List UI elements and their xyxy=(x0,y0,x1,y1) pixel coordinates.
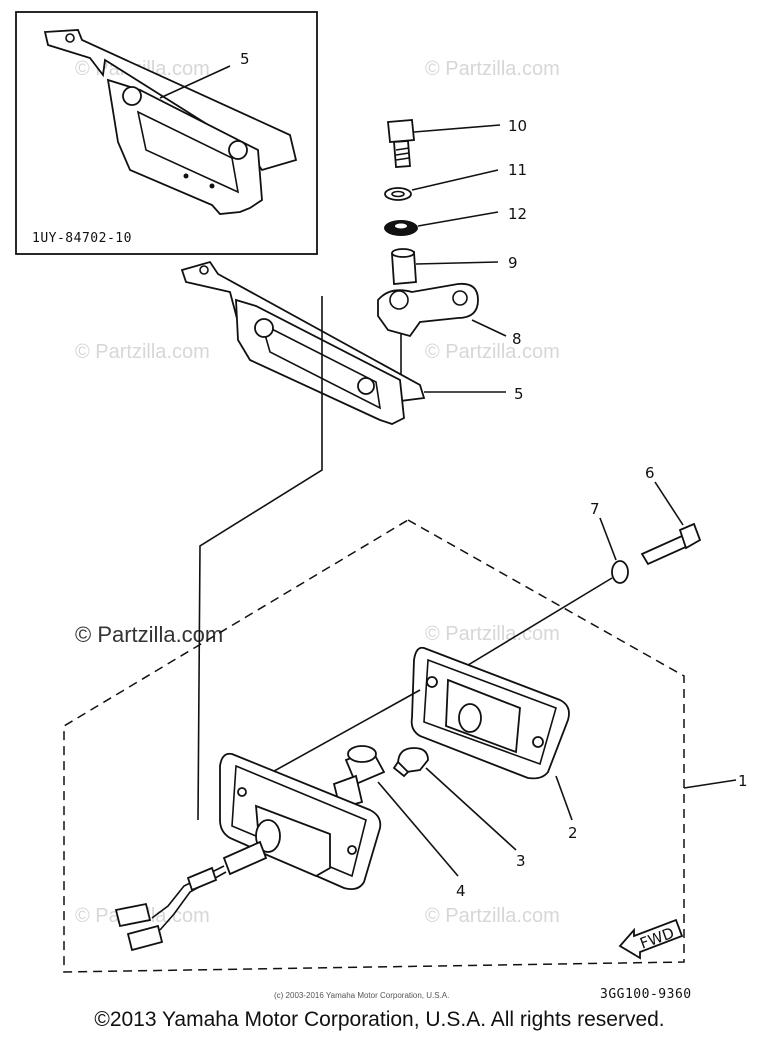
assembly-line-bracket xyxy=(197,296,323,821)
inset-box: 5 1UY-84702-10 xyxy=(15,11,318,255)
socket-4-top xyxy=(347,745,377,763)
lens-2-socket xyxy=(458,703,482,733)
fwd-label: FWD xyxy=(637,924,676,953)
stay-8-hole-1 xyxy=(389,290,409,310)
small-copyright: (c) 2003-2016 Yamaha Motor Corporation, … xyxy=(274,991,449,1000)
bolt-10: 10 xyxy=(387,117,527,168)
screw-6: 6 xyxy=(640,464,702,566)
connector-2 xyxy=(126,924,164,952)
housing-grommet xyxy=(255,819,281,853)
leader-12 xyxy=(417,211,499,227)
inset-bracket-rivet-2 xyxy=(209,183,215,189)
bracket-5-slot xyxy=(260,322,382,410)
callout-8: 8 xyxy=(512,330,522,348)
collar-9-top xyxy=(391,248,415,258)
fwd-arrow-icon xyxy=(618,918,684,960)
watermarks: © Partzilla.com © Partzilla.com © Partzi… xyxy=(75,58,560,927)
bulb-3-base xyxy=(392,760,410,778)
inset-bracket-boss-2 xyxy=(228,140,248,160)
watermark-7: © Partzilla.com xyxy=(425,905,560,927)
inset-bracket-rivet-1 xyxy=(183,173,189,179)
assembly-boundary xyxy=(63,519,685,973)
washer-12-hole xyxy=(395,223,407,229)
inset-frame xyxy=(15,11,318,255)
harness-tube xyxy=(186,866,218,892)
leader-9 xyxy=(415,261,499,265)
lens-2: 2 xyxy=(410,646,578,842)
leader-11 xyxy=(411,169,499,191)
callout-6: 6 xyxy=(645,464,655,482)
drawing-code: 3GG100-9360 xyxy=(600,987,692,1002)
assembly-lines xyxy=(197,296,323,821)
watermark-main: © Partzilla.com xyxy=(75,622,223,647)
stay-8-hole-2 xyxy=(452,290,468,306)
leader-7 xyxy=(599,517,617,561)
callout-9: 9 xyxy=(508,254,518,272)
lens-2-inner xyxy=(423,658,557,766)
lens-2-hole-2 xyxy=(532,736,544,748)
inset-bracket-hole xyxy=(65,33,75,43)
lamp-housing xyxy=(219,752,382,891)
leader-8 xyxy=(471,319,507,337)
callout-10: 10 xyxy=(508,117,527,135)
washer-7: 7 xyxy=(590,500,629,584)
footer-copyright: ©2013 Yamaha Motor Corporation, U.S.A. A… xyxy=(94,1008,665,1031)
lens-2-hole-1 xyxy=(426,676,438,688)
collar-9: 9 xyxy=(391,248,518,285)
bracket-5: 5 xyxy=(180,260,524,425)
watermark-2: © Partzilla.com xyxy=(425,58,560,80)
inset-bracket-plate xyxy=(106,78,263,215)
lens-2-housing xyxy=(445,678,521,754)
callout-1: 1 xyxy=(738,772,748,790)
callout-2: 2 xyxy=(568,824,578,842)
leader-1 xyxy=(683,779,737,789)
inset-bracket-slot xyxy=(136,110,240,194)
callout-5-main: 5 xyxy=(514,385,524,403)
fwd-arrow: FWD xyxy=(618,918,684,960)
bracket-5-boss-1 xyxy=(254,318,274,338)
connector-1 xyxy=(114,902,152,928)
lamp-assembly-1: 1 xyxy=(63,519,748,973)
callout-3: 3 xyxy=(516,852,526,870)
leader-6 xyxy=(654,481,684,526)
bolt-10-thread xyxy=(395,147,410,161)
socket-4: 4 xyxy=(332,745,466,900)
watermark-3: © Partzilla.com xyxy=(75,341,210,363)
leader-4 xyxy=(377,781,459,877)
housing-hole-1 xyxy=(237,787,247,797)
harness-sleeve xyxy=(222,840,268,876)
watermark-4: © Partzilla.com xyxy=(425,341,560,363)
lock-washer-11-hole xyxy=(391,190,405,198)
leader-3 xyxy=(425,767,517,851)
bracket-5-hole xyxy=(199,265,209,275)
bracket-5-boss-2 xyxy=(357,377,375,395)
screw-6-shank xyxy=(640,534,690,566)
inset-part-code: 1UY-84702-10 xyxy=(32,231,132,246)
watermark-5: © Partzilla.com xyxy=(425,623,560,645)
washer-12: 12 xyxy=(384,205,527,236)
stay-8: 8 xyxy=(377,282,522,376)
housing-hole-2 xyxy=(347,845,357,855)
inset-bracket-boss-1 xyxy=(122,86,142,106)
screw-6-head xyxy=(678,522,702,550)
bolt-10-head xyxy=(387,119,415,143)
leader-2 xyxy=(555,775,573,821)
wire-harness xyxy=(114,840,268,952)
leader-10 xyxy=(413,124,501,133)
housing-outer xyxy=(219,752,382,891)
bulb-3: 3 xyxy=(392,747,526,870)
callout-11: 11 xyxy=(508,161,527,179)
lock-washer-11: 11 xyxy=(384,161,527,201)
housing-inner xyxy=(231,764,367,878)
washer-7-body xyxy=(611,560,629,584)
inset-leader-5 xyxy=(159,65,231,99)
callout-4: 4 xyxy=(456,882,466,900)
lock-washer-11-ring xyxy=(384,187,412,201)
callout-7: 7 xyxy=(590,500,600,518)
callout-5-inset: 5 xyxy=(240,50,250,68)
callout-12: 12 xyxy=(508,205,527,223)
bulb-3-glass xyxy=(397,747,429,773)
